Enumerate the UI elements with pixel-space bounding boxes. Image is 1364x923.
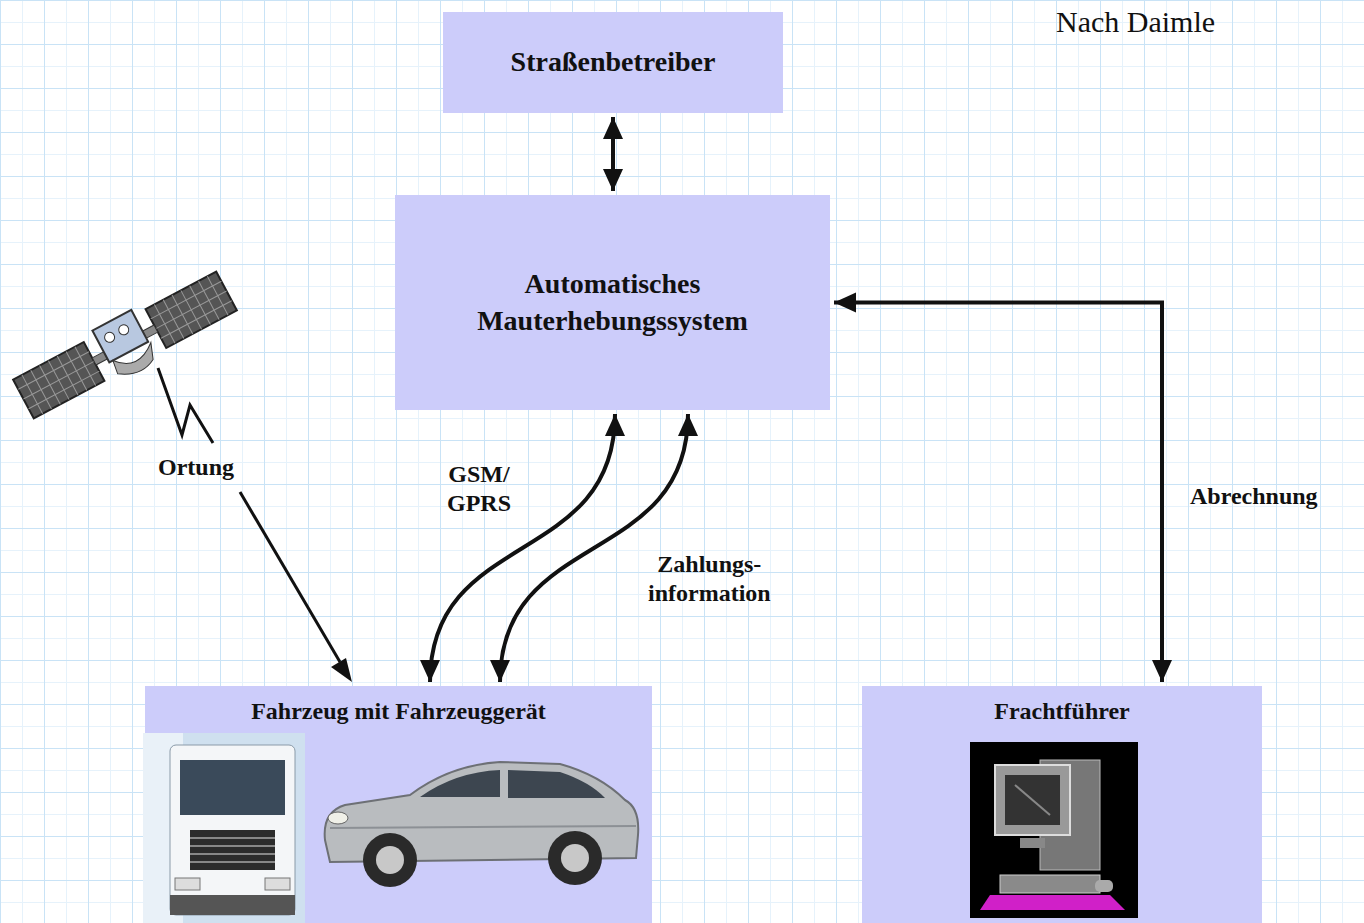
box-title: Fahrzeug mit Fahrzeuggerät (251, 696, 546, 727)
connector-label: GSM/ GPRS (447, 460, 511, 518)
truck-image (143, 733, 305, 923)
connector-arrow (490, 414, 698, 682)
source-note: Nach Daimle (1056, 4, 1215, 40)
computer-icon (970, 742, 1138, 918)
box-title: Frachtführer (994, 696, 1130, 727)
process-box: Automatisches Mauterhebungssystem (395, 195, 830, 410)
box-title: Straßenbetreiber (511, 44, 716, 80)
process-box: Fahrzeug mit Fahrzeuggerät (145, 686, 652, 923)
satellite-icon (10, 266, 352, 682)
connector-label: Zahlungs- information (648, 550, 771, 608)
process-box: Straßenbetreiber (443, 12, 783, 113)
process-box: Frachtführer (862, 686, 1262, 923)
connector-arrow (834, 293, 1172, 683)
signal-label: Ortung (158, 453, 234, 482)
box-title: Automatisches Mauterhebungssystem (433, 266, 793, 339)
connector-arrow (420, 414, 625, 682)
connector-label: Abrechnung (1190, 482, 1318, 511)
car-image (325, 762, 639, 887)
connector-arrow (603, 117, 623, 191)
